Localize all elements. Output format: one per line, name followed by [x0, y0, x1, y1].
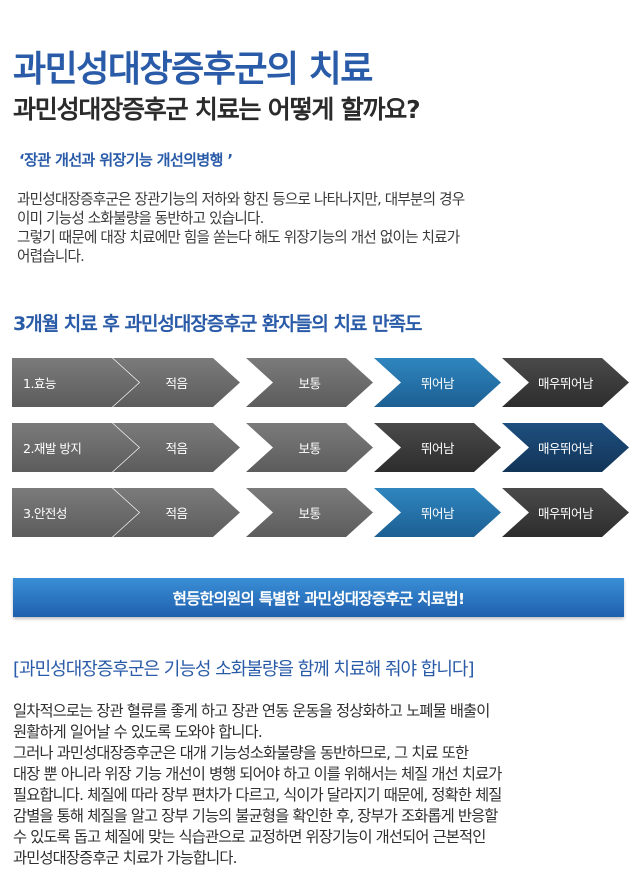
scale-normal: 보통: [246, 358, 373, 407]
scale-excellent: 뛰어남: [374, 423, 501, 472]
row-label: 2.재발 방지: [12, 423, 139, 472]
scale-excellent-selected: 뛰어남: [374, 488, 501, 537]
paragraph-line: 감별을 통해 체질을 알고 장부 기능의 불균형을 확인한 후, 장부가 조화롭…: [13, 807, 498, 825]
intro-paragraph: 과민성대장증후군은 장관기능의 저하와 항진 등으로 나타나지만, 대부분의 경…: [17, 190, 632, 266]
scale-normal: 보통: [246, 488, 373, 537]
row-label: 3.안전성: [12, 488, 139, 537]
satisfaction-rows: 1.효능 적음 보통 뛰어남 매우뛰어남 2.재발 방지 적음 보통 뛰어남 매…: [12, 358, 630, 553]
scale-excellent-selected: 뛰어남: [374, 358, 501, 407]
scale-normal: 보통: [246, 423, 373, 472]
intro-line: 과민성대장증후군은 장관기능의 저하와 항진 등으로 나타나지만, 대부분의 경…: [17, 191, 465, 208]
page-subtitle: 과민성대장증후군 치료는 어떻게 할까요?: [13, 95, 421, 124]
section-heading: [과민성대장증후군은 기능성 소화불량을 함께 치료해 줘야 합니다]: [13, 659, 474, 680]
satisfaction-row-efficacy: 1.효능 적음 보통 뛰어남 매우뛰어남: [12, 358, 630, 407]
paragraph-line: 그러나 과민성대장증후군은 대개 기능성소화불량을 동반하므로, 그 치료 또한: [13, 744, 469, 762]
satisfaction-row-recurrence: 2.재발 방지 적음 보통 뛰어남 매우뛰어남: [12, 423, 630, 472]
treatment-banner: 현등한의원의 특별한 과민성대장증후군 치료법!: [13, 578, 624, 617]
satisfaction-heading: 3개월 치료 후 과민성대장증후군 환자들의 치료 만족도: [13, 313, 422, 335]
intro-line: 그렇기 때문에 대장 치료에만 힘을 쏟는다 해도 위장기능의 개선 없이는 치…: [17, 229, 460, 246]
section-paragraph: 일차적으로는 장관 혈류를 좋게 하고 장관 연동 운동을 정상화하고 노폐물 …: [13, 701, 633, 869]
paragraph-line: 대장 뿐 아니라 위장 기능 개선이 병행 되어야 하고 이를 위해서는 체질 …: [13, 765, 502, 783]
paragraph-line: 일차적으로는 장관 혈류를 좋게 하고 장관 연동 운동을 정상화하고 노폐물 …: [13, 702, 490, 720]
paragraph-line: 수 있도록 돕고 체질에 맞는 식습관으로 교정하면 위장기능이 개선되어 근본…: [13, 828, 486, 846]
row-label: 1.효능: [12, 358, 139, 407]
paragraph-line: 필요합니다. 체질에 따라 장부 편차가 다르고, 식이가 달라지기 때문에, …: [13, 786, 502, 804]
paragraph-line: 과민성대장증후군 치료가 가능합니다.: [13, 849, 237, 867]
intro-quote: ‘장관 개선과 위장기능 개선의병행 ’: [19, 151, 233, 169]
intro-line: 이미 기능성 소화불량을 동반하고 있습니다.: [17, 210, 264, 227]
intro-line: 어렵습니다.: [17, 248, 85, 265]
page-title: 과민성대장증후군의 치료: [13, 49, 373, 90]
scale-very-excellent-selected: 매우뛰어남: [502, 423, 629, 472]
scale-very-excellent: 매우뛰어남: [502, 358, 629, 407]
satisfaction-row-safety: 3.안전성 적음 보통 뛰어남 매우뛰어남: [12, 488, 630, 537]
scale-very-excellent: 매우뛰어남: [502, 488, 629, 537]
paragraph-line: 원활하게 일어날 수 있도록 도와야 합니다.: [13, 723, 263, 741]
